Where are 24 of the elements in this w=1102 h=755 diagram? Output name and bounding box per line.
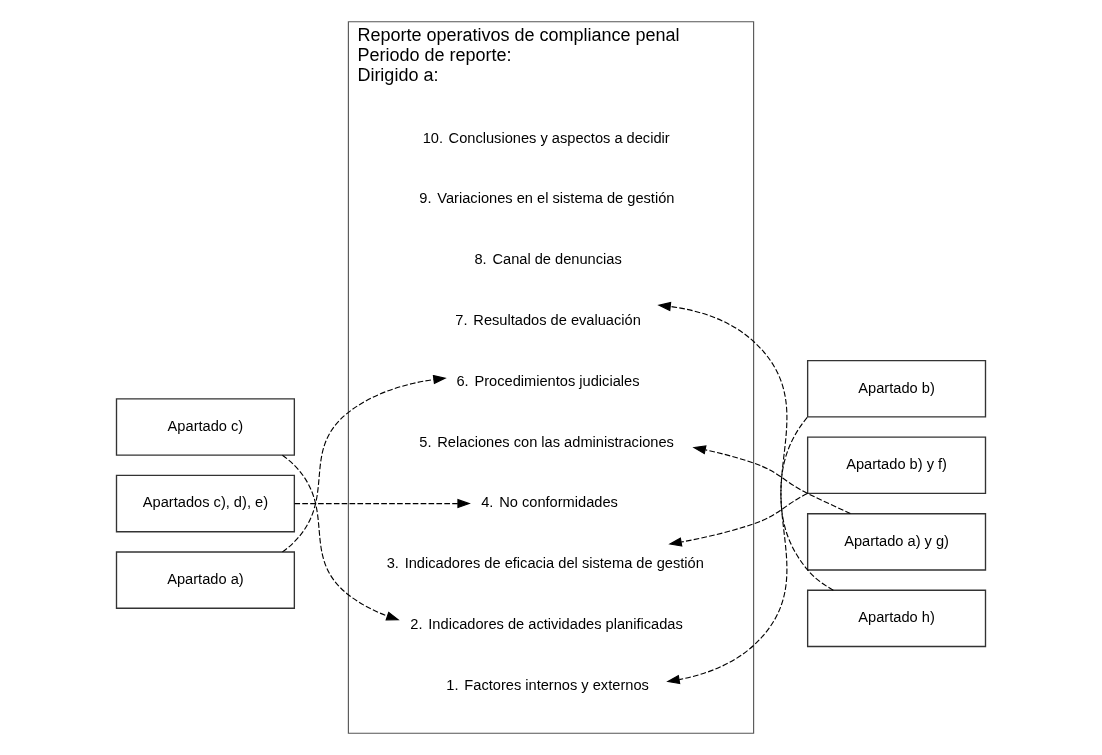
node-box: Apartado b) y f) [806,436,987,495]
arrow [293,498,471,509]
arrow [668,493,808,547]
node-box: Apartados c), d), e) [115,474,296,533]
node-text: 1. Factores internos y externos [446,676,649,693]
arrow [281,374,447,553]
arrow [281,454,400,621]
node-box: Apartado b) [806,359,987,418]
node-box: Apartado a) y g) [806,513,987,571]
arrow [666,416,808,685]
arrow [692,445,851,515]
node-box: Apartado h) [806,589,987,648]
node-text: 10. Conclusiones y aspectos a decidir [422,129,670,146]
node-text: 4. No conformidades [481,494,618,511]
arrow [657,301,834,591]
node-box: Apartado c) [115,398,296,456]
node-text: 2. Indicadores de actividades planificadas [410,615,683,632]
node-text: 9. Variaciones en el sistema de gestión [419,190,675,207]
node-text: 5. Relaciones con las administraciones [419,433,674,450]
node-text: 6. Procedimientos judiciales [456,372,640,389]
node-text: 8. Canal de denuncias [474,251,622,268]
node-text: 3. Indicadores de eficacia del sistema de gestión [386,555,704,572]
node-text: 7. Resultados de evaluación [455,312,641,329]
node-box: Apartado a) [115,551,296,609]
